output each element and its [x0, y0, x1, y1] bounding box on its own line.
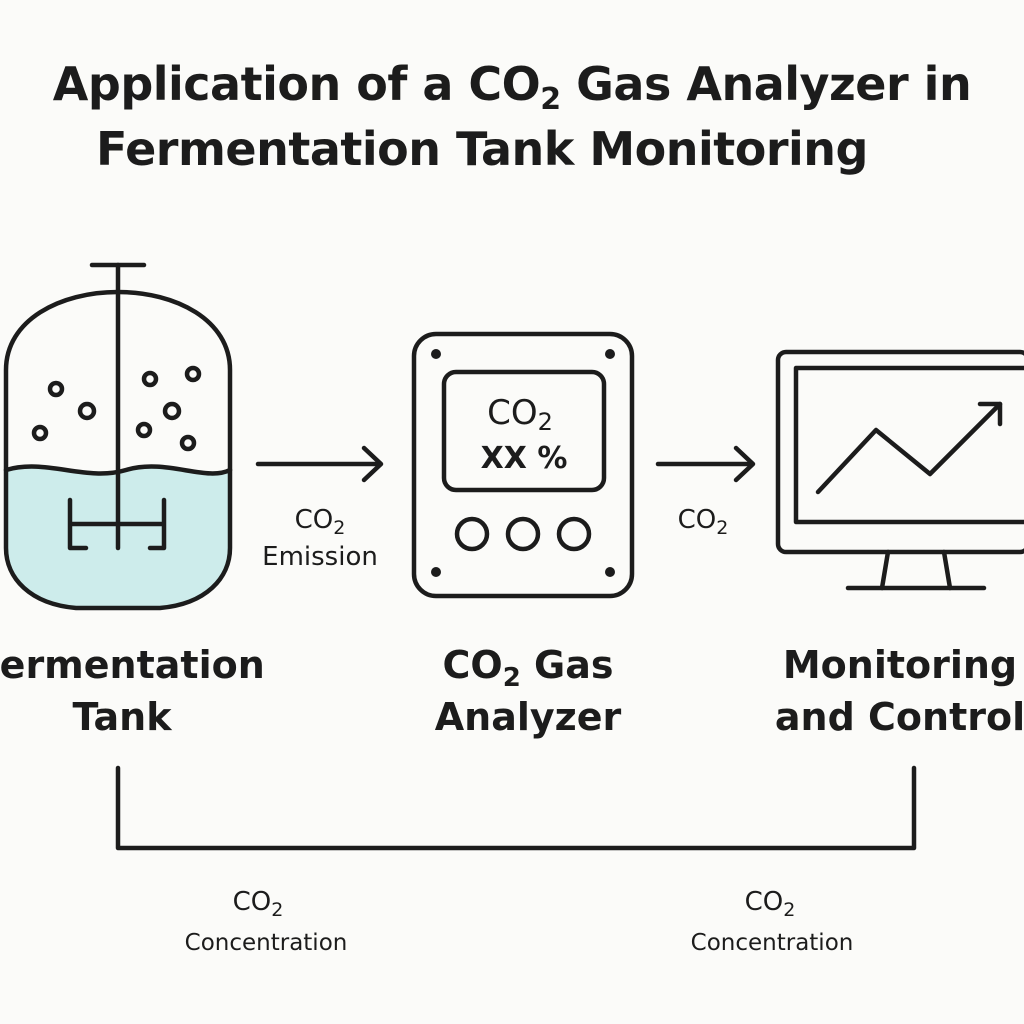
analyzer-screen	[441, 369, 607, 493]
emission-formula: CO2	[295, 505, 346, 539]
monitor-label-line-1: Monitoring	[783, 643, 1017, 687]
feedback-left-label: Concentration	[185, 930, 348, 956]
emission-label: Emission	[262, 542, 378, 572]
trend-line-icon	[815, 401, 1003, 495]
agitator-impeller	[67, 497, 167, 551]
feedback-left-formula: CO2	[233, 887, 284, 921]
title-line-2: Fermentation Tank Monitoring	[96, 122, 868, 176]
analyzer-label-line-2: Analyzer	[435, 695, 622, 739]
tank-body	[3, 289, 233, 611]
analyzer-button-3	[556, 516, 592, 552]
monitor-frame	[775, 349, 1024, 555]
tank-label-line-2: Tank	[73, 695, 173, 739]
feedback-right-label: Concentration	[691, 930, 854, 956]
analyzer-screen-value: XX %	[481, 441, 568, 476]
analyzer-body	[411, 331, 635, 599]
tank-liquid-surface	[3, 464, 233, 476]
analyzer-label-line-1: CO2 Gas	[443, 643, 614, 693]
monitor-label-line-2: and Control	[775, 695, 1024, 739]
bubbles	[31, 365, 202, 452]
feedback-right-formula: CO2	[745, 887, 796, 921]
analyzer-button-1	[454, 516, 490, 552]
fermentation-tank-icon	[3, 262, 233, 611]
title-line-1: Application of a CO2 Gas Analyzer in	[53, 57, 971, 117]
signal-formula: CO2	[678, 505, 729, 539]
arrow-tank-to-analyzer	[255, 445, 384, 483]
feedback-bracket	[115, 765, 917, 851]
tank-label-line-1: Fermentation	[0, 643, 265, 687]
co2-analyzer-icon	[411, 331, 635, 599]
arrow-analyzer-to-monitor	[655, 445, 756, 483]
monitor-icon	[775, 349, 1024, 591]
monitor-screen	[793, 365, 1024, 525]
analyzer-button-2	[505, 516, 541, 552]
trend-arrow-head-icon	[977, 401, 1003, 427]
analyzer-screen-formula: CO2	[487, 393, 553, 436]
